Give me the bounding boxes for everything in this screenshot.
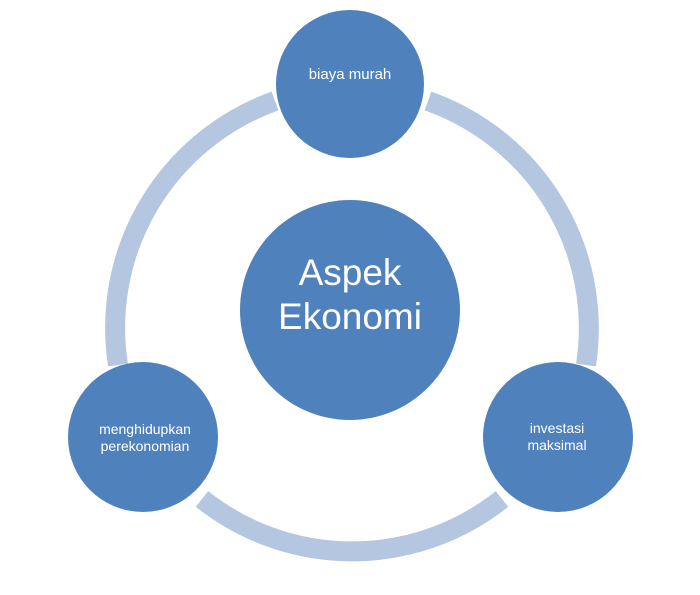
ring-segment-bottom (195, 491, 509, 562)
ring-segment-top-right (424, 91, 599, 367)
top-node-text: biaya murah (308, 66, 392, 83)
center-label-line-1: Aspek (298, 252, 402, 294)
right-node-label: investasi maksimal (484, 392, 630, 482)
center-label-line-2: Ekonomi (278, 296, 422, 337)
left-node-line-2: perekonomian (100, 438, 190, 454)
right-node-line-1: investasi (529, 420, 585, 437)
center-label: Aspek Ekonomi (244, 220, 456, 370)
top-node-label: biaya murah (277, 30, 423, 120)
node-right (483, 362, 633, 512)
ring-segment-top-left (105, 91, 279, 367)
center-node (240, 200, 460, 420)
node-left (68, 362, 218, 512)
right-node-line-2: maksimal (527, 437, 587, 453)
node-top (276, 10, 424, 158)
left-node-line-1: menghidupkan (99, 421, 191, 438)
left-node-label: menghidupkan perekonomian (70, 393, 220, 483)
